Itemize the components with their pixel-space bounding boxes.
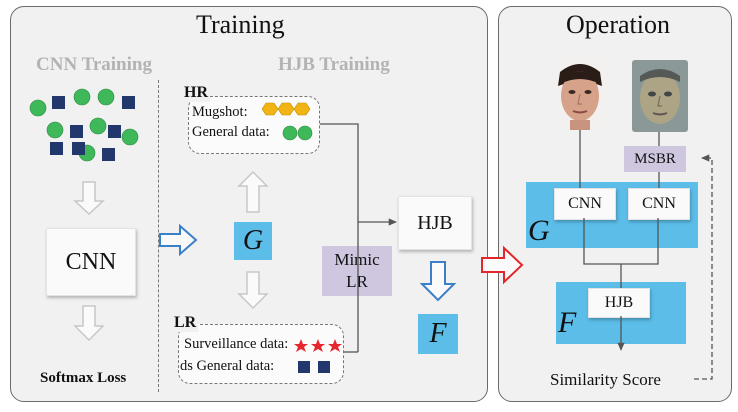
training-hjb-box: HJB xyxy=(398,196,472,250)
operation-f-label: F xyxy=(558,306,577,339)
training-cnn-label: CNN xyxy=(65,249,117,275)
softmax-loss-label: Softmax Loss xyxy=(40,370,127,386)
green-dot xyxy=(121,128,139,146)
training-f-block: F xyxy=(418,314,458,354)
navy-square-icon xyxy=(318,361,330,373)
operation-cnn-left-label: CNN xyxy=(568,195,602,212)
hr-face-image xyxy=(552,58,608,130)
green-dot-icon xyxy=(282,125,298,141)
navy-square xyxy=(70,125,83,138)
operation-cnn-left: CNN xyxy=(554,188,616,220)
blue-arrow-right-icon xyxy=(159,223,198,257)
green-dot-icon xyxy=(297,125,313,141)
lr-tag: LR xyxy=(172,314,199,332)
green-dot xyxy=(97,88,115,106)
lr-general-label: ds General data: xyxy=(180,358,275,374)
star-icon xyxy=(311,339,325,352)
green-dot xyxy=(89,117,107,135)
hr-general-label: General data: xyxy=(192,124,270,140)
green-dot xyxy=(29,99,47,117)
cnn-training-heading: CNN Training xyxy=(36,54,152,75)
hexagon-icon xyxy=(277,102,295,116)
hollow-arrow-down-icon xyxy=(237,271,269,310)
hr-tag: HR xyxy=(182,84,210,102)
msbr-label: MSBR xyxy=(634,151,676,167)
hr-connector-line xyxy=(320,123,359,352)
mimic-line2: LR xyxy=(346,272,368,291)
section-divider xyxy=(158,80,159,392)
operation-hjb-box: HJB xyxy=(588,288,650,318)
cnn-merge-line xyxy=(583,218,659,265)
hr-mugshot-label: Mugshot: xyxy=(192,104,248,120)
hjb-training-heading: HJB Training xyxy=(278,54,390,75)
training-cnn-box: CNN xyxy=(46,228,136,296)
operation-hjb-label: HJB xyxy=(604,294,634,311)
operation-title: Operation xyxy=(566,10,670,39)
navy-square-icon xyxy=(298,361,310,373)
navy-square xyxy=(122,96,135,109)
msbr-block: MSBR xyxy=(624,146,686,172)
feedback-dashed-line xyxy=(694,154,713,380)
training-g-block: G xyxy=(234,222,272,260)
green-dot xyxy=(73,88,91,106)
hollow-arrow-down-icon xyxy=(73,181,105,216)
navy-square xyxy=(102,148,115,161)
lr-surveillance-label: Surveillance data: xyxy=(184,336,289,352)
navy-square xyxy=(52,96,65,109)
star-icon xyxy=(328,339,342,352)
green-dot xyxy=(46,121,64,139)
blue-arrow-down-icon xyxy=(419,261,457,302)
mimic-line1: Mimic xyxy=(334,250,380,269)
hexagon-icon xyxy=(293,102,311,116)
hexagon-icon xyxy=(261,102,279,116)
mimic-lr-block: Mimic LR xyxy=(322,246,392,296)
navy-square xyxy=(108,125,121,138)
lr-face-image xyxy=(632,60,688,132)
operation-g-label: G xyxy=(528,214,550,247)
hollow-arrow-down-icon xyxy=(73,305,105,342)
navy-square xyxy=(72,142,85,155)
training-g-label: G xyxy=(242,225,264,256)
red-arrow-right-icon xyxy=(481,245,524,285)
training-f-label: F xyxy=(429,318,447,349)
lr-data-box xyxy=(178,324,344,384)
training-title: Training xyxy=(196,10,285,39)
operation-cnn-right-label: CNN xyxy=(642,195,676,212)
navy-square xyxy=(50,142,63,155)
star-icon xyxy=(294,339,308,352)
training-hjb-label: HJB xyxy=(417,212,453,234)
hollow-arrow-up-icon xyxy=(237,170,269,213)
operation-cnn-right: CNN xyxy=(628,188,690,220)
similarity-score-label: Similarity Score xyxy=(550,370,661,389)
